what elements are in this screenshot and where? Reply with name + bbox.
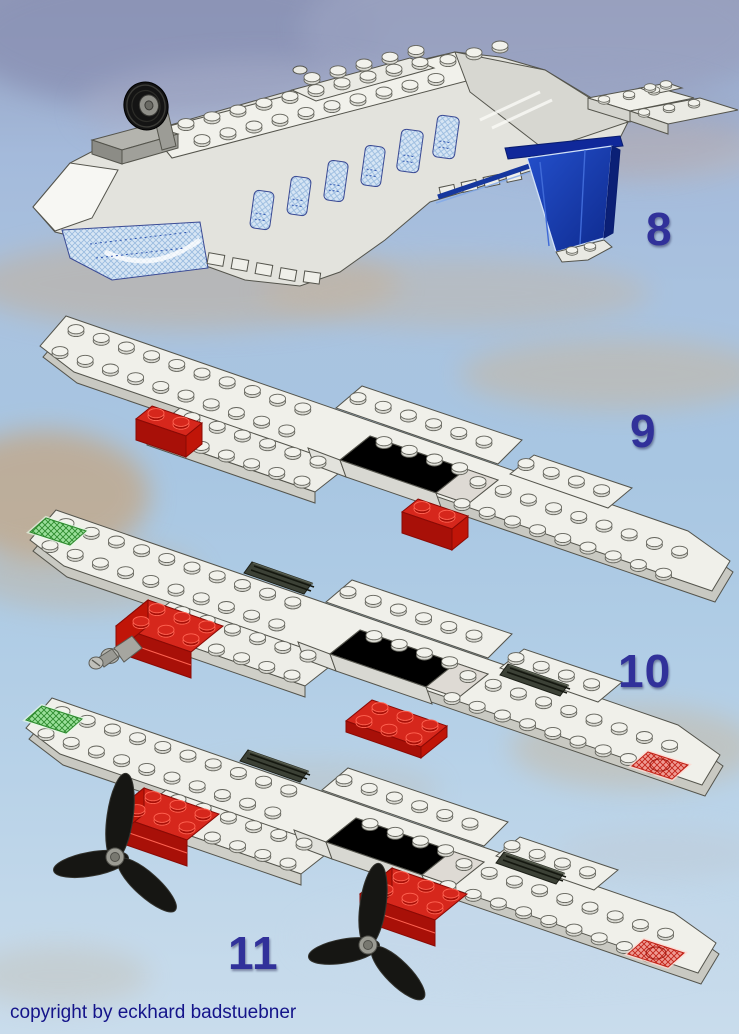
step-10-model [26, 509, 724, 797]
step-11-model [22, 697, 720, 1001]
tail-fin [435, 135, 624, 263]
red-plate-right [344, 699, 449, 760]
antenna-stud [292, 65, 308, 75]
grille-tile-left [239, 749, 311, 783]
grille-tile-left [243, 561, 315, 595]
step-11-number: 11 [228, 927, 279, 979]
wingtip-red-plate [624, 937, 688, 970]
belly-plates [206, 168, 523, 285]
red-brick-right [400, 498, 470, 552]
step-8-number: 8 [646, 203, 673, 255]
copyright-text: copyright by eckhard badstuebner [10, 1002, 297, 1023]
propeller-left [53, 772, 177, 913]
fin-tip-plate [555, 239, 613, 263]
step-10-number: 10 [618, 645, 672, 697]
cloud [460, 338, 739, 410]
red-brick-left [134, 405, 204, 459]
wingtip-green-plate [26, 515, 90, 548]
step-8-model [32, 40, 739, 287]
grille-tile-right [499, 663, 571, 697]
fuselage-rear-block [454, 51, 630, 151]
propeller-right [307, 862, 426, 1001]
technic-pin [88, 635, 143, 670]
wingtip-green-plate [22, 703, 86, 736]
rear-highlight [479, 90, 553, 130]
nose-windshield [61, 221, 209, 281]
nose-face [32, 162, 119, 232]
landing-gear [90, 81, 180, 165]
wingtip-red-plate [628, 749, 692, 782]
step-9-number: 9 [630, 405, 657, 457]
landing-gear-wheel [123, 81, 169, 131]
grille-tile-right [495, 851, 567, 885]
cloud [0, 945, 150, 1007]
cabin-windows [249, 114, 460, 231]
step-9-model [39, 315, 734, 603]
tail-planes [587, 80, 739, 135]
